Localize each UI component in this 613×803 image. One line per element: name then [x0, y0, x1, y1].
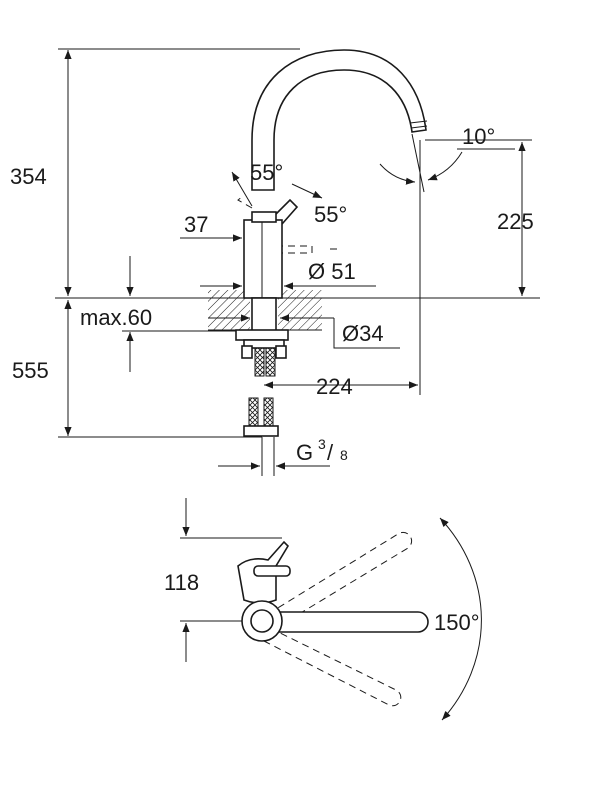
mounting-shank — [251, 297, 277, 335]
spout-ghost-down — [261, 627, 402, 707]
dim-label-225: 225 — [497, 209, 534, 234]
supply-hose-left — [254, 347, 265, 377]
dim-label-d51: Ø 51 — [308, 259, 356, 284]
countertop-section-right — [278, 290, 322, 330]
dim-label-118: 118 — [164, 570, 199, 595]
angle-arc-10 — [379, 163, 416, 185]
dim-label-555: 555 — [12, 358, 49, 383]
angle-arc-55-left — [231, 171, 253, 207]
dim-label-37: 37 — [184, 212, 208, 237]
mounting-nut — [235, 329, 289, 341]
dim-label-10: 10° — [462, 124, 495, 149]
dim-label-thread-den: 8 — [340, 447, 348, 463]
angle-arc-55-right — [291, 183, 323, 199]
dim-label-150: 150° — [434, 610, 480, 635]
dim-label-55-left: 55° — [250, 160, 283, 185]
angle-arc-150 — [439, 517, 482, 721]
dim-label-354: 354 — [10, 164, 47, 189]
dim-label-thread-num: 3 — [318, 436, 326, 452]
dim-label-224: 224 — [316, 374, 353, 399]
hose-connector — [243, 425, 279, 437]
lever-ghost — [237, 195, 253, 209]
svg-text:/: / — [327, 440, 334, 465]
side-elevation: 354 555 max.60 225 — [10, 48, 540, 476]
countertop-section-left — [208, 290, 250, 330]
plan-view: 118 150° — [164, 498, 482, 721]
spout-gooseneck — [251, 49, 427, 191]
faucet-body — [243, 219, 283, 299]
dim-label-thread: G — [296, 440, 313, 465]
dim-label-max60: max.60 — [80, 305, 152, 330]
plan-spout — [257, 611, 429, 633]
supply-hose-right — [265, 347, 276, 377]
dim-label-55-right: 55° — [314, 202, 347, 227]
dim-label-d34: Ø34 — [342, 321, 384, 346]
